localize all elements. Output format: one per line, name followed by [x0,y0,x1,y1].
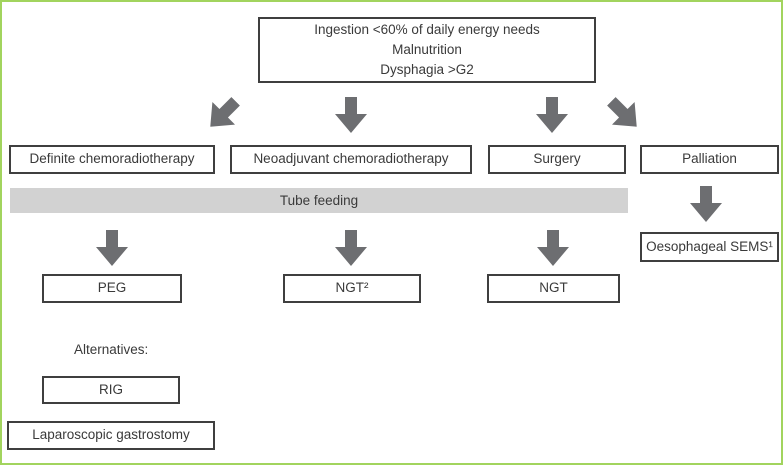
box-neoadjuvant-chemoradiotherapy: Neoadjuvant chemoradiotherapy [230,145,472,174]
box-laparoscopic-gastrostomy: Laparoscopic gastrostomy [7,421,215,450]
arrow-down-left-icon [199,90,247,138]
condition-box: Ingestion <60% of daily energy needs Mal… [258,17,596,83]
tube-feeding-band: Tube feeding [10,188,628,213]
arrow-down-icon [335,230,367,266]
arrow-down-icon [536,97,568,133]
box-palliation: Palliation [640,145,779,174]
box-oesophageal-sems: Oesophageal SEMS¹ [640,232,779,262]
arrow-down-icon [96,230,128,266]
box-rig: RIG [42,376,180,404]
arrow-down-icon [690,186,722,222]
arrow-down-icon [537,230,569,266]
box-surgery: Surgery [488,145,626,174]
box-ngt2: NGT² [283,274,421,303]
condition-line-dysphagia: Dysphagia >G2 [380,62,474,78]
condition-line-ingestion: Ingestion <60% of daily energy needs [314,21,540,37]
alternatives-label: Alternatives: [74,342,149,357]
box-definite-chemoradiotherapy: Definite chemoradiotherapy [9,145,215,174]
arrow-down-icon [335,97,367,133]
box-ngt: NGT [487,274,620,303]
condition-line-malnutrition: Malnutrition [392,41,462,57]
arrow-down-right-icon [600,90,648,138]
box-peg: PEG [42,274,182,303]
